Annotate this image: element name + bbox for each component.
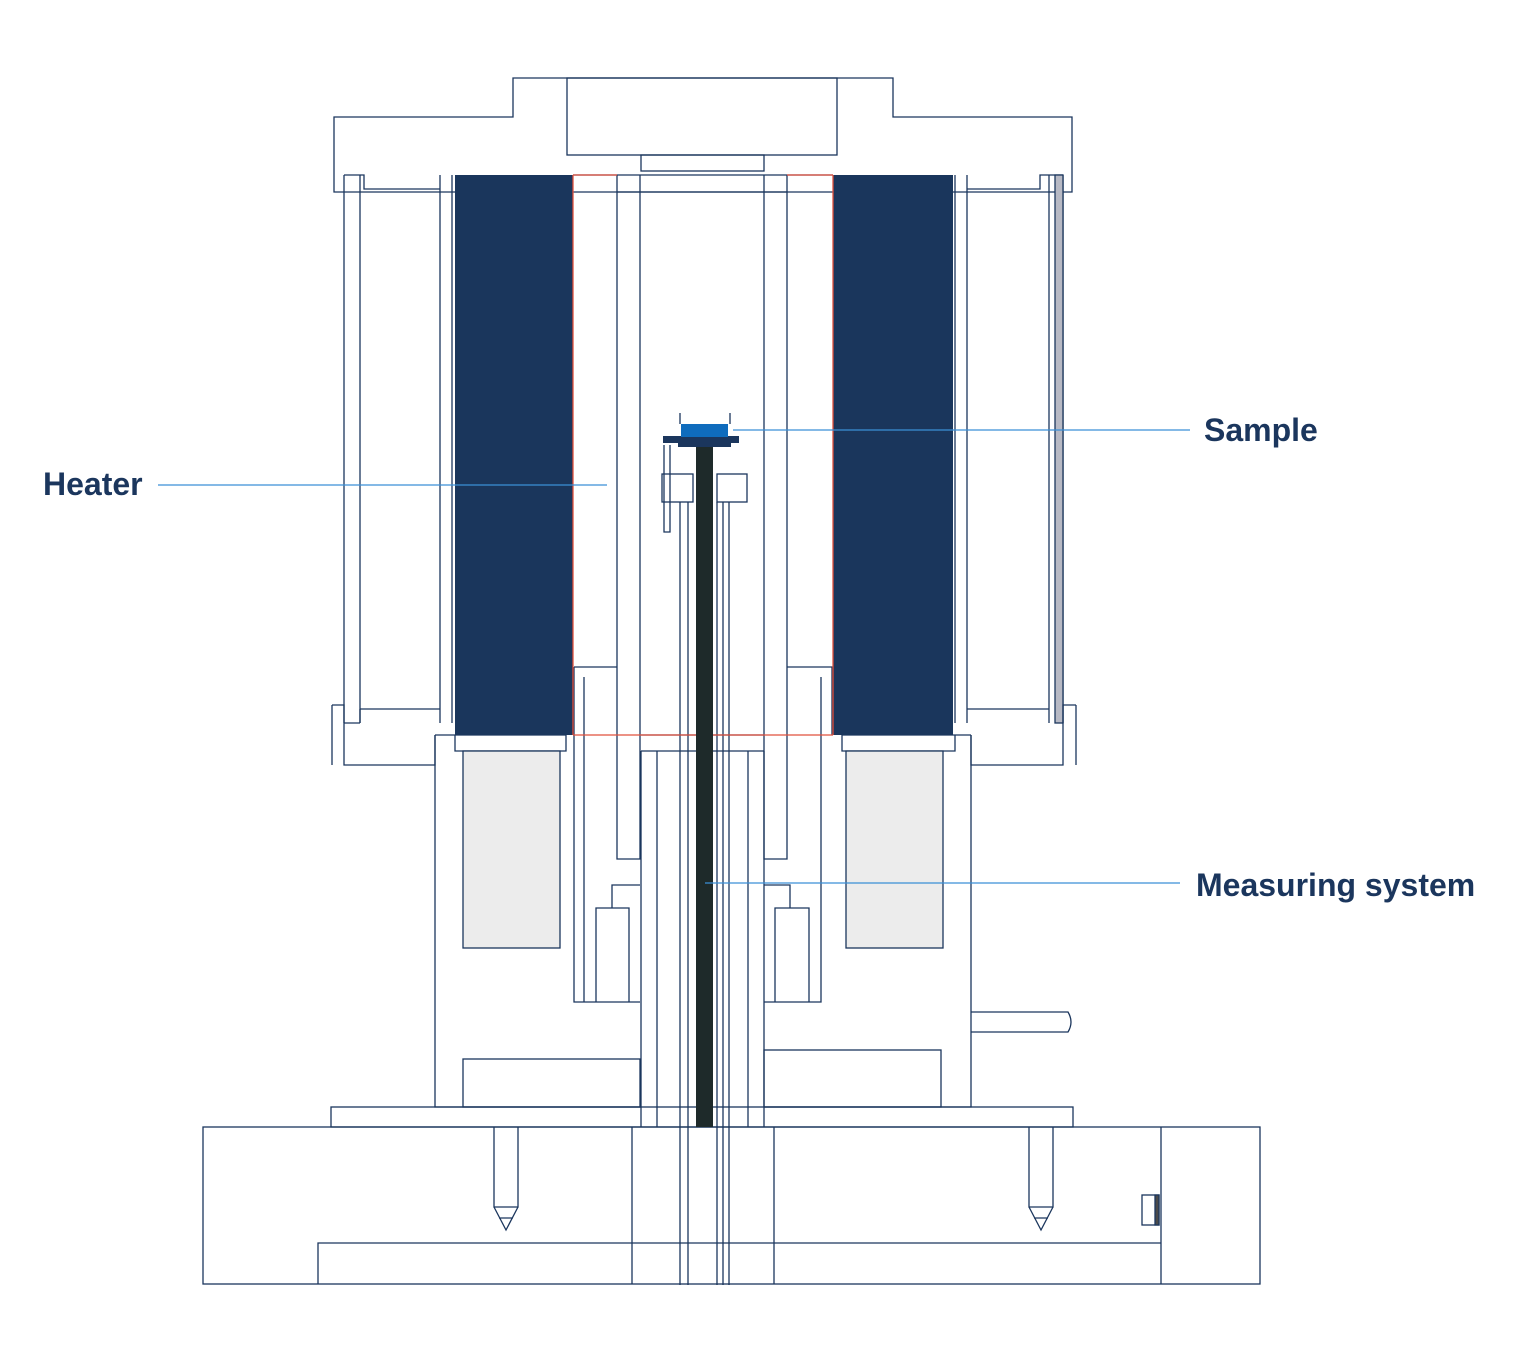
top-cap-plug (640, 154, 765, 172)
base-internal-lines (317, 1127, 1162, 1284)
heater-element-left (455, 175, 573, 735)
measuring-system-label: Measuring system (1196, 867, 1475, 903)
sample-holder-plate (663, 436, 739, 443)
base-block (202, 1126, 1261, 1285)
base-screw-right (1028, 1127, 1054, 1232)
base-connector-strip (1154, 1194, 1160, 1226)
lower-right-block (763, 1049, 942, 1108)
right-housing-wall (954, 174, 1064, 723)
insulation-block-left (462, 750, 561, 949)
insulation-block-right (845, 750, 944, 949)
top-cap-center-block (566, 77, 838, 156)
left-housing-wall (343, 174, 453, 723)
support-block-left (661, 473, 694, 503)
inner-tube-right (763, 175, 788, 860)
thermocouple-tube (663, 445, 730, 1285)
base-screw-left (493, 1127, 519, 1232)
bottom-flange-left (331, 704, 436, 766)
heater-label: Heater (43, 466, 143, 502)
support-block-right (716, 473, 748, 503)
sample-holder-base (678, 443, 731, 447)
measuring-rod (696, 446, 713, 1127)
top-cap (333, 77, 1073, 193)
channel-left (573, 666, 640, 1003)
lower-left-block (462, 1058, 641, 1108)
side-port (971, 1011, 1072, 1033)
heater-element-right (833, 175, 953, 735)
right-viewport-strip (1054, 174, 1064, 724)
channel-right (764, 666, 833, 1003)
apparatus-outline (202, 77, 1261, 1285)
crucible-walls (679, 413, 731, 424)
heater-boundary-line (572, 174, 834, 736)
sample-crucible (681, 424, 728, 437)
sample-label: Sample (1204, 412, 1318, 448)
